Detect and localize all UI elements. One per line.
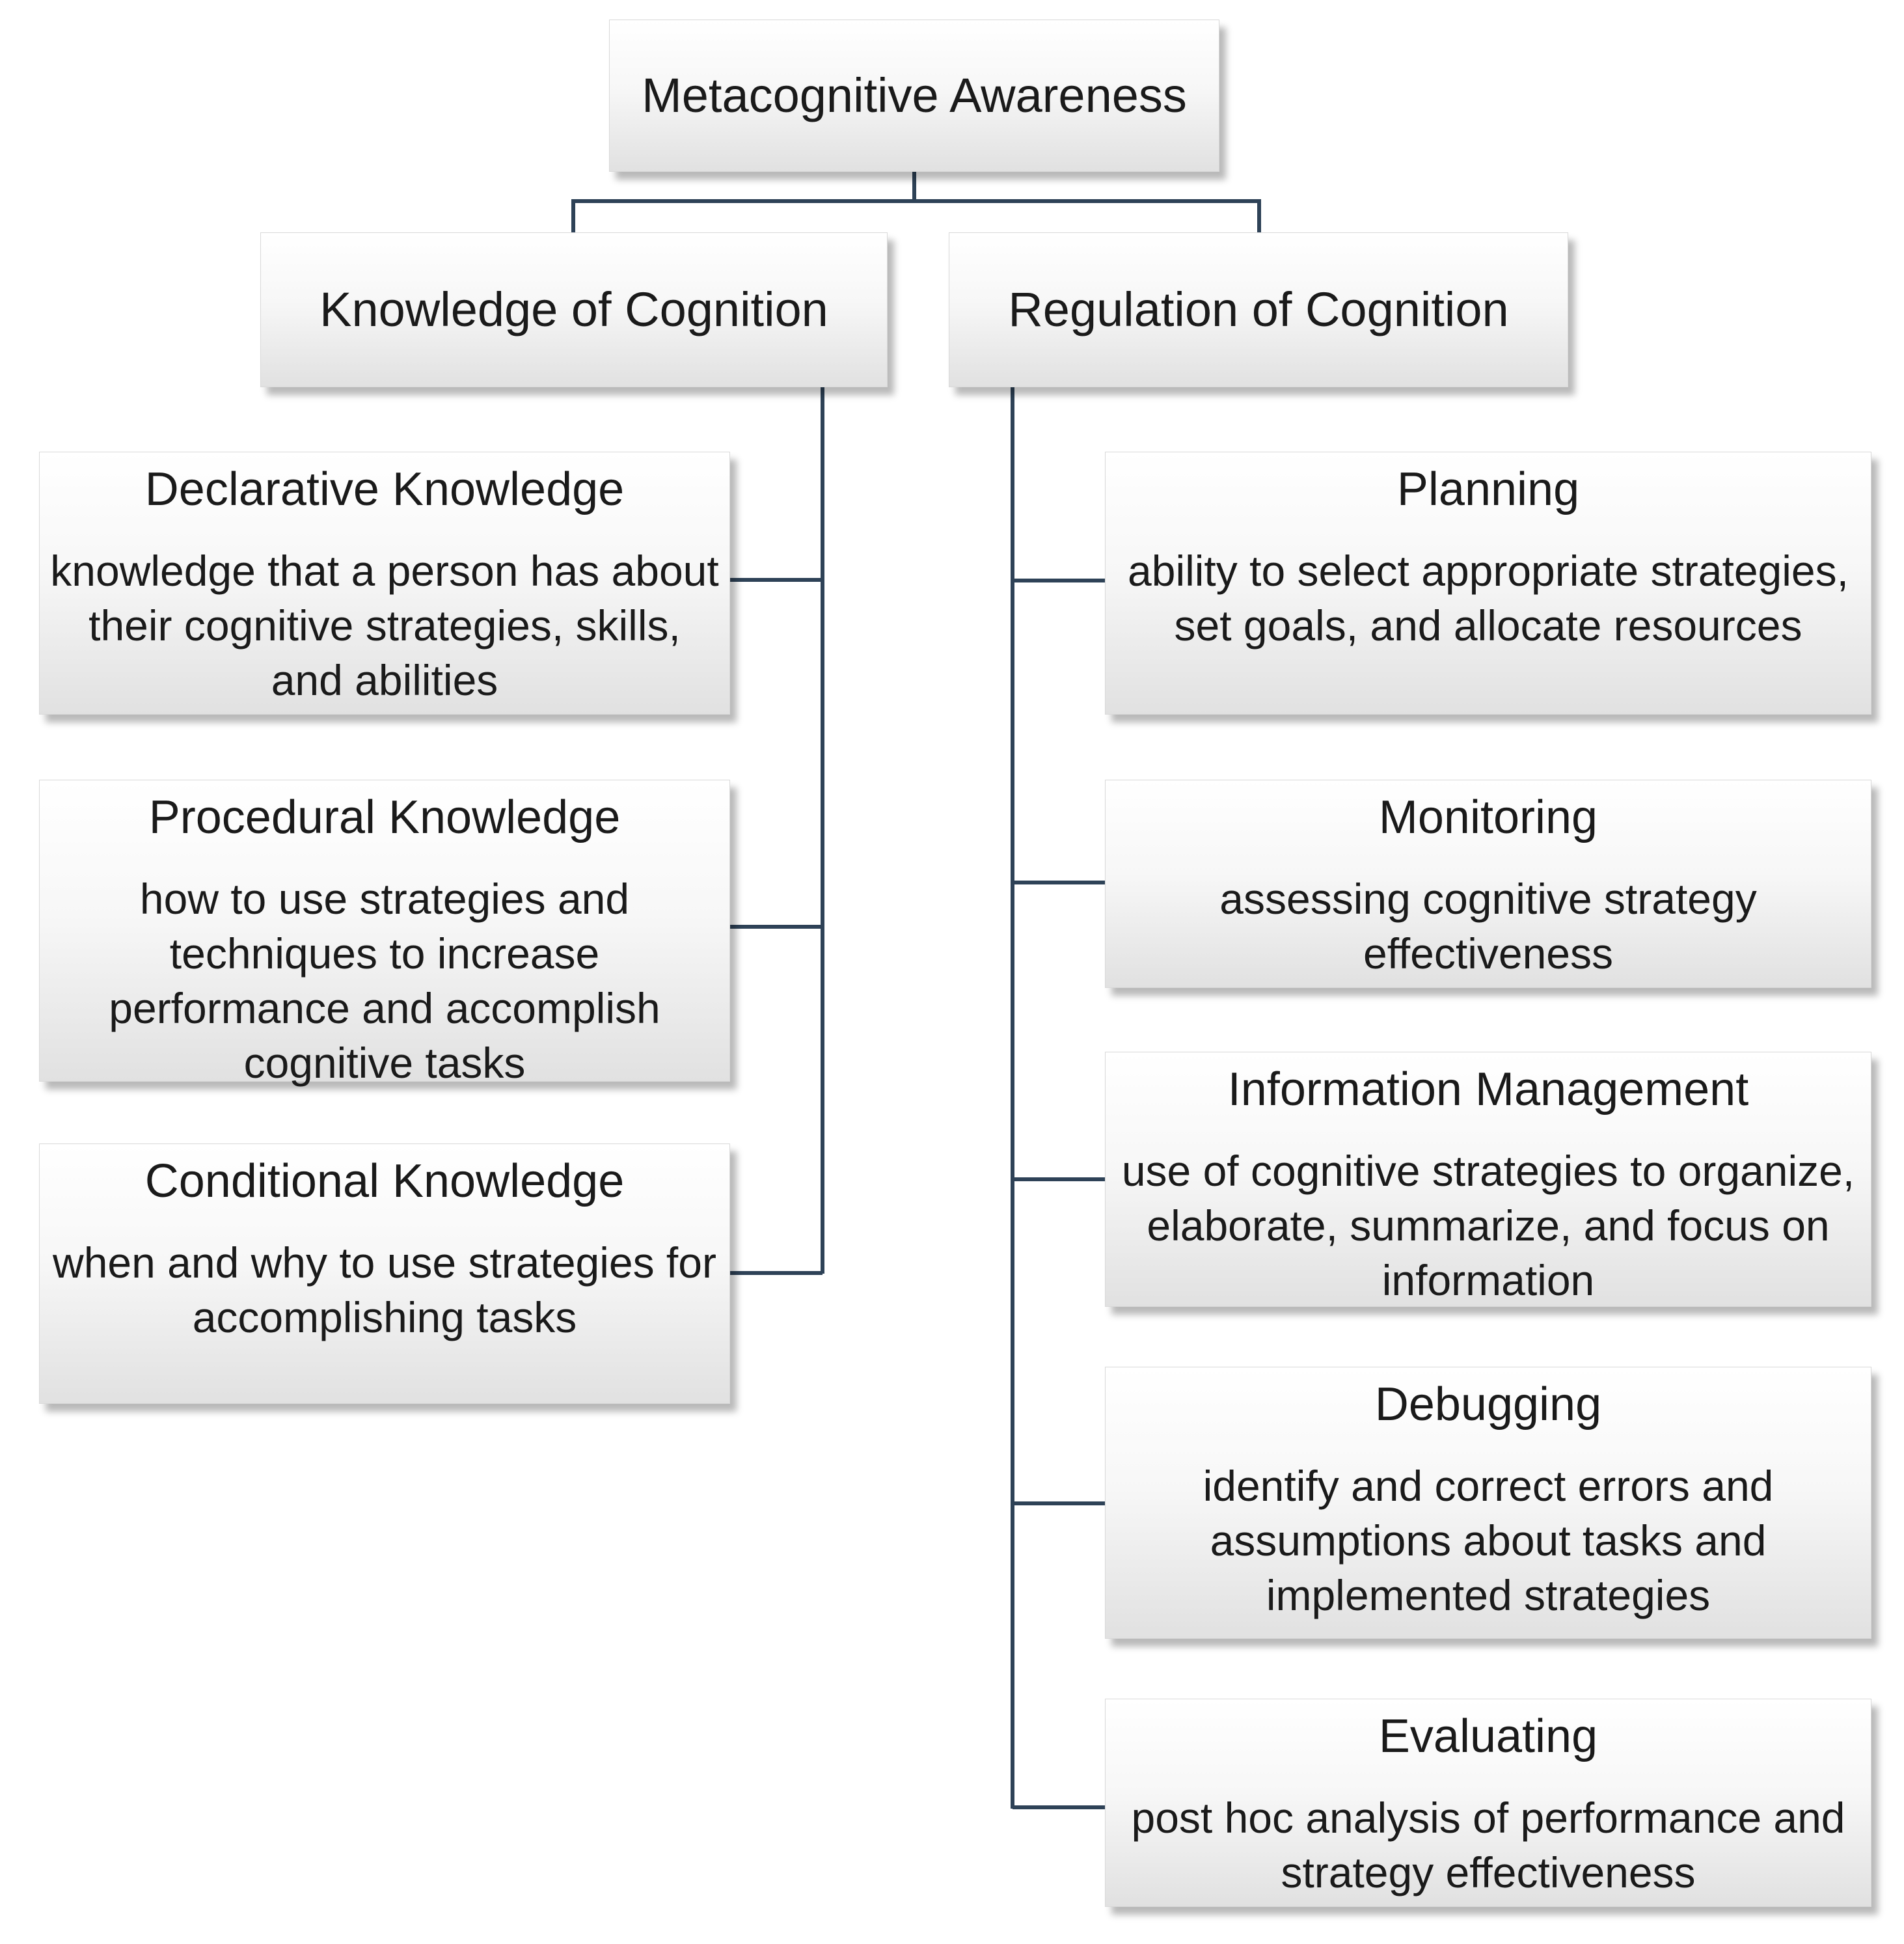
node-monitoring: Monitoring assessing cognitive strategy …	[1105, 780, 1871, 988]
node-procedural-knowledge: Procedural Knowledge how to use strategi…	[39, 780, 730, 1087]
node-declarative-knowledge: Declarative Knowledge knowledge that a p…	[39, 452, 730, 715]
node-description: assessing cognitive strategy effectivene…	[1219, 875, 1757, 978]
node-title: Conditional Knowledge	[144, 1155, 625, 1207]
node-description: ability to select appropriate strategies…	[1128, 547, 1849, 650]
node-title: Evaluating	[1378, 1710, 1598, 1762]
node-debugging: Debugging identify and correct errors an…	[1105, 1367, 1871, 1639]
branch-regulation-of-cognition: Regulation of Cognition	[949, 232, 1568, 387]
node-description: knowledge that a person has about their …	[50, 547, 719, 705]
node-conditional-knowledge: Conditional Knowledge when and why to us…	[39, 1143, 730, 1404]
root-title: Metacognitive Awareness	[642, 68, 1187, 122]
node-title: Monitoring	[1378, 791, 1598, 843]
node-planning: Planning ability to select appropriate s…	[1105, 452, 1871, 715]
node-description: use of cognitive strategies to organize,…	[1121, 1147, 1855, 1305]
node-title: Debugging	[1374, 1378, 1602, 1431]
branch-title: Knowledge of Cognition	[320, 282, 828, 336]
node-title: Information Management	[1227, 1063, 1749, 1116]
node-description: when and why to use strategies for accom…	[53, 1239, 716, 1342]
node-title: Declarative Knowledge	[144, 463, 625, 515]
node-description: how to use strategies and techniques to …	[109, 875, 660, 1088]
node-title: Procedural Knowledge	[148, 791, 621, 843]
root-node: Metacognitive Awareness	[609, 20, 1219, 172]
node-description: post hoc analysis of performance and str…	[1131, 1794, 1845, 1897]
branch-knowledge-of-cognition: Knowledge of Cognition	[260, 232, 888, 387]
connector-root-to-branches	[571, 172, 1261, 232]
node-information-management: Information Management use of cognitive …	[1105, 1052, 1871, 1307]
node-evaluating: Evaluating post hoc analysis of performa…	[1105, 1699, 1871, 1907]
branch-title: Regulation of Cognition	[1008, 282, 1509, 336]
node-description: identify and correct errors and assumpti…	[1203, 1462, 1774, 1620]
node-title: Planning	[1396, 463, 1580, 515]
